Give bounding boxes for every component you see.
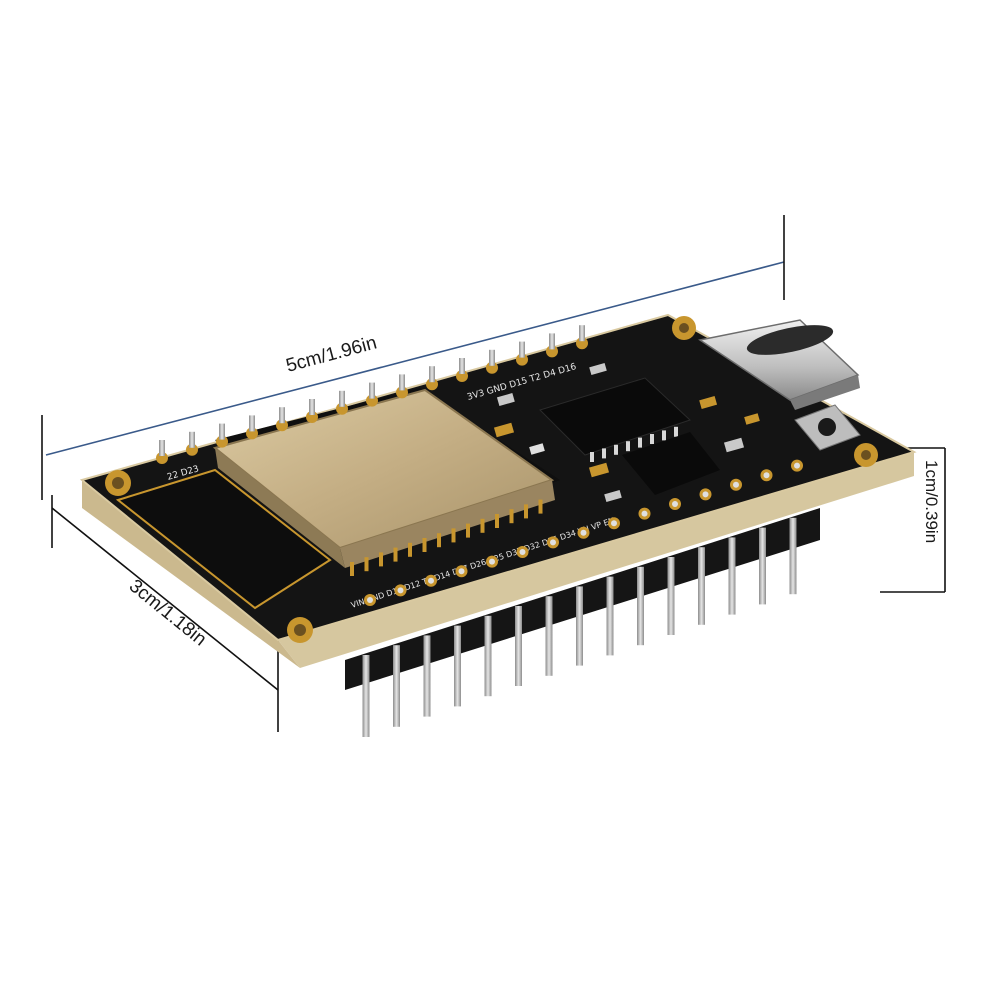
pcb-board: 3V3 GND D15 T2 D4 D16 22 D23 VIN GND D13… xyxy=(79,313,917,668)
header-pin xyxy=(576,586,583,666)
header-pin xyxy=(698,547,705,625)
esp32-module xyxy=(212,388,560,576)
header-pin xyxy=(759,527,766,605)
header-pin xyxy=(393,645,400,727)
header-pin xyxy=(637,566,644,646)
header-pin xyxy=(515,606,522,686)
header-pin xyxy=(728,537,736,615)
reset-button xyxy=(794,404,861,451)
header-pin xyxy=(423,635,431,717)
bottom-pin-header xyxy=(345,508,820,737)
usb-c-port xyxy=(698,319,860,410)
header-pin xyxy=(454,625,461,707)
header-pin xyxy=(362,655,370,737)
top-pin-row xyxy=(156,325,588,464)
header-pin xyxy=(667,557,675,635)
dimension-height: 1cm/0.39in xyxy=(880,447,946,593)
header-pin xyxy=(484,615,492,697)
header-pin xyxy=(789,517,797,595)
smd-components xyxy=(493,362,760,503)
length-label: 5cm/1.96in xyxy=(284,332,379,376)
header-pin xyxy=(606,576,614,656)
usb-serial-chip xyxy=(539,377,691,462)
height-label: 1cm/0.39in xyxy=(922,460,941,543)
voltage-regulator xyxy=(622,432,720,495)
front-solder-pads xyxy=(364,459,803,606)
header-pin xyxy=(545,596,553,676)
